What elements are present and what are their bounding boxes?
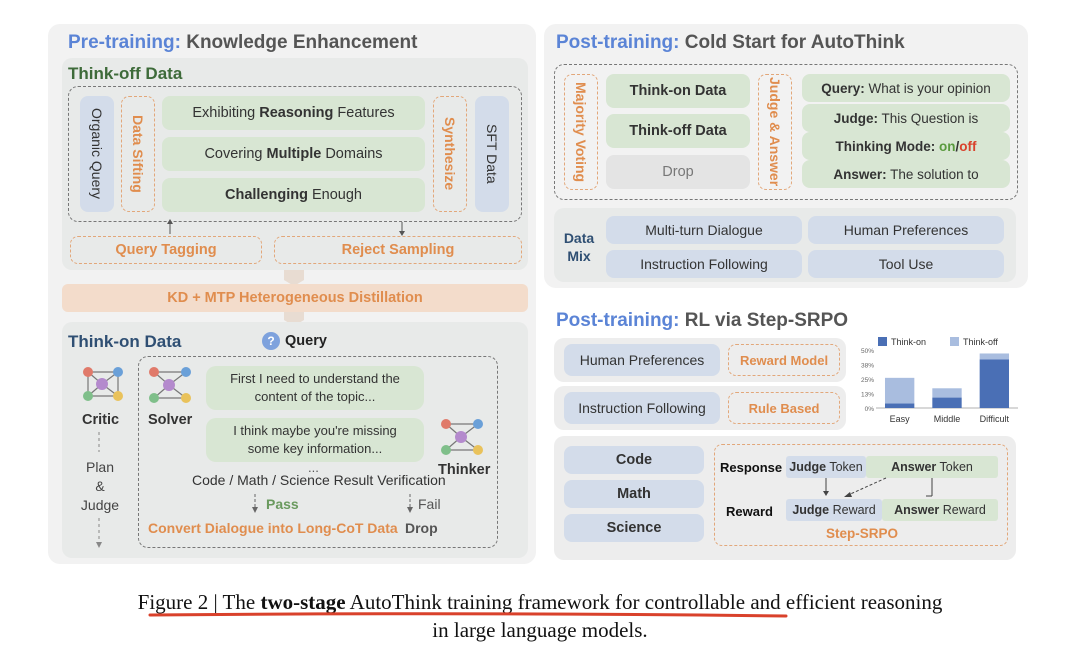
- difficulty-bar-chart: Think-on Think-off 50% 38% 25% 13% 0% Easy Middl…: [861, 337, 1018, 424]
- judge-reward-box: Judge Reward: [786, 499, 882, 521]
- coldstart-title: Post-training: Cold Start for AutoThink: [556, 32, 905, 53]
- query-tagging-box: Query Tagging: [70, 236, 262, 264]
- judge-row: Judge: This Question is: [802, 104, 1010, 132]
- critic-dashed-line: [96, 432, 102, 548]
- bar-think-off-middle: [932, 388, 962, 398]
- think-off-dashed-box: [68, 86, 522, 222]
- think-off-title: Think-off Data: [68, 64, 183, 83]
- pass-fail-arrows: [252, 494, 413, 513]
- thinker-label: Thinker: [438, 462, 491, 478]
- reject-sampling-box: Reject Sampling: [274, 236, 522, 264]
- rule-based-box: Rule Based: [728, 392, 840, 424]
- pretraining-title: Pre-training: Knowledge Enhancement: [68, 32, 418, 53]
- task-code: Code: [564, 446, 704, 474]
- verification-label: Code / Math / Science Result Verificatio…: [192, 472, 446, 488]
- mix-instruction: Instruction Following: [606, 250, 802, 278]
- feature-reasoning: Exhibiting Reasoning Features: [162, 96, 425, 130]
- reward-label: Reward: [726, 504, 773, 519]
- thinker-network-icon: [441, 419, 483, 455]
- drop-box: Drop: [606, 155, 750, 189]
- reward-flow-arrows: [823, 477, 933, 497]
- legend-swatch: [878, 337, 887, 346]
- legend-swatch: [950, 337, 959, 346]
- solver-label: Solver: [148, 412, 193, 428]
- response-label: Response: [720, 460, 783, 475]
- bar-think-on-easy: [884, 403, 915, 408]
- caption-underline: [148, 612, 788, 618]
- sft-data-box: SFT Data: [475, 96, 509, 212]
- distillation-bar: KD + MTP Heterogeneous Distillation: [62, 284, 528, 312]
- majority-voting-box: Majority Voting: [564, 74, 598, 190]
- judge-token-box: Judge Token: [786, 456, 866, 478]
- think-on-data-box: Think-on Data: [606, 74, 750, 108]
- answer-reward-box: Answer Reward: [882, 499, 998, 521]
- answer-token-box: Answer Token: [866, 456, 998, 478]
- tagging-arrows: [167, 219, 405, 236]
- x-tick-label: Easy: [890, 414, 911, 424]
- data-mix-label: Data Mix: [563, 230, 595, 264]
- bar-think-on-middle: [932, 397, 962, 408]
- mix-human-pref: Human Preferences: [808, 216, 1004, 244]
- instruction-box: Instruction Following: [564, 392, 720, 424]
- dialogue-dashed-box: [138, 356, 498, 548]
- organic-query-box: Organic Query: [80, 96, 114, 212]
- critic-label: Critic: [82, 412, 120, 428]
- caption-line-2: in large language models.: [432, 618, 648, 643]
- pass-label: Pass: [266, 496, 299, 512]
- legend-label: Think-on: [891, 337, 926, 347]
- coldstart-dashed-box: [554, 64, 1018, 200]
- question-icon: ?: [262, 332, 280, 350]
- human-pref-box: Human Preferences: [564, 344, 720, 376]
- mix-multiturn: Multi-turn Dialogue: [606, 216, 802, 244]
- think-on-title: Think-on Data: [68, 332, 182, 351]
- ellipsis: ...: [308, 460, 319, 475]
- bar-think-off-easy: [884, 377, 915, 404]
- y-tick-label: 50%: [861, 348, 874, 355]
- x-tick-label: Middle: [934, 414, 961, 424]
- x-tick-label: Difficult: [980, 414, 1010, 424]
- judge-answer-box: Judge & Answer: [758, 74, 792, 190]
- synthesize-box: Synthesize: [433, 96, 467, 212]
- bar-think-on-difficult: [979, 359, 1010, 408]
- y-tick-label: 38%: [861, 363, 874, 370]
- query-label: ? Query: [262, 332, 327, 350]
- thinking-mode-row: Thinking Mode: on/off: [802, 132, 1010, 160]
- query-row: Query: What is your opinion: [802, 74, 1010, 102]
- y-tick-label: 25%: [861, 377, 874, 384]
- bar-think-off-difficult: [979, 353, 1010, 360]
- mix-tool-use: Tool Use: [808, 250, 1004, 278]
- caption-line-1: Figure 2 | The two-stage AutoThink train…: [137, 590, 943, 614]
- y-tick-label: 0%: [865, 406, 875, 413]
- figure-caption: Figure 2 | The two-stage AutoThink train…: [0, 588, 1080, 645]
- convert-label: Convert Dialogue into Long-CoT Data: [148, 520, 398, 536]
- rl-title: Post-training: RL via Step-SRPO: [556, 310, 849, 331]
- thinker-bubble: I think maybe you're missing some key in…: [206, 418, 424, 462]
- feature-challenging: Challenging Enough: [162, 178, 425, 212]
- step-srpo-dashed-box: [714, 444, 1008, 546]
- reward-model-box: Reward Model: [728, 344, 840, 376]
- solver-network-icon: [149, 367, 191, 403]
- fail-label: Fail: [418, 496, 441, 512]
- answer-row: Answer: The solution to: [802, 160, 1010, 188]
- drop-label: Drop: [405, 520, 438, 536]
- y-tick-label: 13%: [861, 392, 874, 399]
- feature-domains: Covering Multiple Domains: [162, 137, 425, 171]
- critic-network-icon: [83, 367, 123, 401]
- think-off-data-box: Think-off Data: [606, 114, 750, 148]
- step-srpo-label: Step-SRPO: [826, 526, 899, 541]
- legend-label: Think-off: [963, 337, 998, 347]
- task-math: Math: [564, 480, 704, 508]
- solver-bubble: First I need to understand the content o…: [206, 366, 424, 410]
- data-sifting-box: Data Sifting: [121, 96, 155, 212]
- plan-judge-label: Plan & Judge: [80, 459, 120, 513]
- task-science: Science: [564, 514, 704, 542]
